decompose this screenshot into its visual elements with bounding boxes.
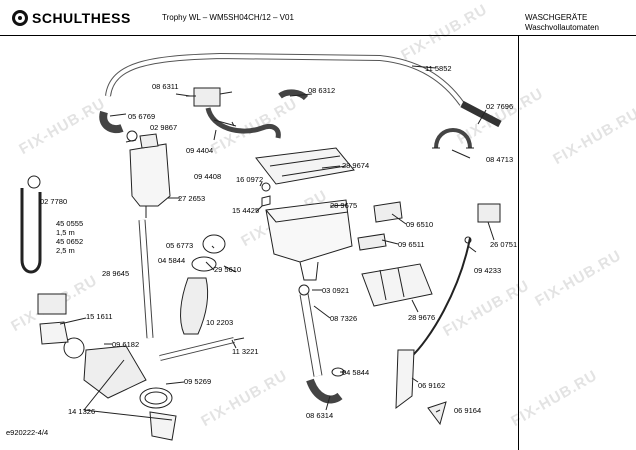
part-label: 09 4408 bbox=[194, 172, 222, 181]
mount-bracket bbox=[395, 349, 415, 410]
valve-hose bbox=[205, 107, 281, 139]
brand-name: SCHULTHESS bbox=[32, 10, 131, 26]
part-label: 09 6182 bbox=[112, 340, 140, 349]
pump-seal bbox=[63, 337, 85, 359]
hose-clamp bbox=[434, 128, 472, 149]
part-label: 02 7696 bbox=[486, 102, 514, 111]
pressure-tube bbox=[409, 237, 471, 359]
part-label: 05 6773 bbox=[166, 241, 194, 250]
elbow-lower bbox=[306, 378, 343, 404]
part-label: 45 0652 bbox=[56, 237, 84, 246]
part-label: 26 0751 bbox=[490, 240, 518, 249]
part-label: 06 9164 bbox=[454, 406, 482, 415]
part-label: 09 4404 bbox=[186, 146, 214, 155]
small-hose bbox=[278, 89, 309, 101]
ring-seal bbox=[126, 130, 138, 142]
part-label: 09 6511 bbox=[398, 240, 425, 249]
part-label: 28 9645 bbox=[102, 269, 130, 278]
part-label: 27 2653 bbox=[178, 194, 206, 203]
part-label: 14 1326 bbox=[68, 407, 96, 416]
side-separator bbox=[518, 36, 519, 450]
part-label: 04 5844 bbox=[158, 256, 186, 265]
part-label: 11 3221 bbox=[232, 347, 259, 356]
part-label: 02 9867 bbox=[150, 123, 178, 132]
drawer-housing bbox=[265, 199, 353, 263]
brand-logo: SCHULTHESS bbox=[12, 8, 131, 28]
part-label: 2,5 m bbox=[56, 246, 75, 255]
clip-069164 bbox=[427, 401, 447, 426]
pressure-switch bbox=[477, 203, 501, 223]
part-label: 28 9674 bbox=[342, 161, 370, 170]
part-label: 10 2203 bbox=[206, 318, 234, 327]
part-label: 09 5269 bbox=[184, 377, 212, 386]
part-label: 04 5844 bbox=[342, 368, 370, 377]
part-label: 15 1611 bbox=[86, 312, 113, 321]
inlet-valve bbox=[193, 87, 221, 107]
part-label: 08 7326 bbox=[330, 314, 358, 323]
header-separator bbox=[0, 35, 636, 36]
inlet-hose-coil bbox=[20, 188, 42, 274]
part-label: 16 0972 bbox=[236, 175, 264, 184]
part-label: 11 5852 bbox=[425, 64, 452, 73]
filter-bottle bbox=[129, 143, 171, 207]
pump-filter bbox=[149, 411, 177, 441]
part-label: 06 9162 bbox=[418, 381, 446, 390]
part-label: 03 0921 bbox=[322, 286, 350, 295]
part-label: 28 9676 bbox=[408, 313, 436, 322]
part-label: 05 6769 bbox=[128, 112, 156, 121]
part-label: 08 6311 bbox=[152, 82, 179, 91]
detergent-drawer bbox=[361, 263, 433, 307]
part-label: 45 0555 bbox=[56, 219, 84, 228]
drain-motor bbox=[37, 293, 67, 315]
part-label: 08 6312 bbox=[308, 86, 336, 95]
part-label: 09 4233 bbox=[474, 266, 502, 275]
part-label: 02 7780 bbox=[40, 197, 68, 206]
part-label: 15 4425 bbox=[232, 206, 260, 215]
part-label: 08 4713 bbox=[486, 155, 514, 164]
part-label: 08 6314 bbox=[306, 411, 334, 420]
part-label: 28 9675 bbox=[330, 201, 358, 210]
bracket bbox=[373, 201, 403, 223]
category-title: WASCHGERÄTE bbox=[525, 13, 588, 22]
document-id: e920222-4/4 bbox=[6, 428, 49, 437]
part-label: 09 6510 bbox=[406, 220, 434, 229]
part-label: 29 5610 bbox=[214, 265, 242, 274]
subcategory-title: Waschvollautomaten bbox=[525, 23, 599, 32]
schulthess-logo-icon bbox=[12, 10, 28, 26]
model-title: Trophy WL – WM5SH04CH/12 – V01 bbox=[162, 13, 294, 22]
elbow-hose bbox=[99, 110, 124, 134]
bellows bbox=[180, 277, 209, 335]
part-label: 1,5 m bbox=[56, 228, 75, 237]
